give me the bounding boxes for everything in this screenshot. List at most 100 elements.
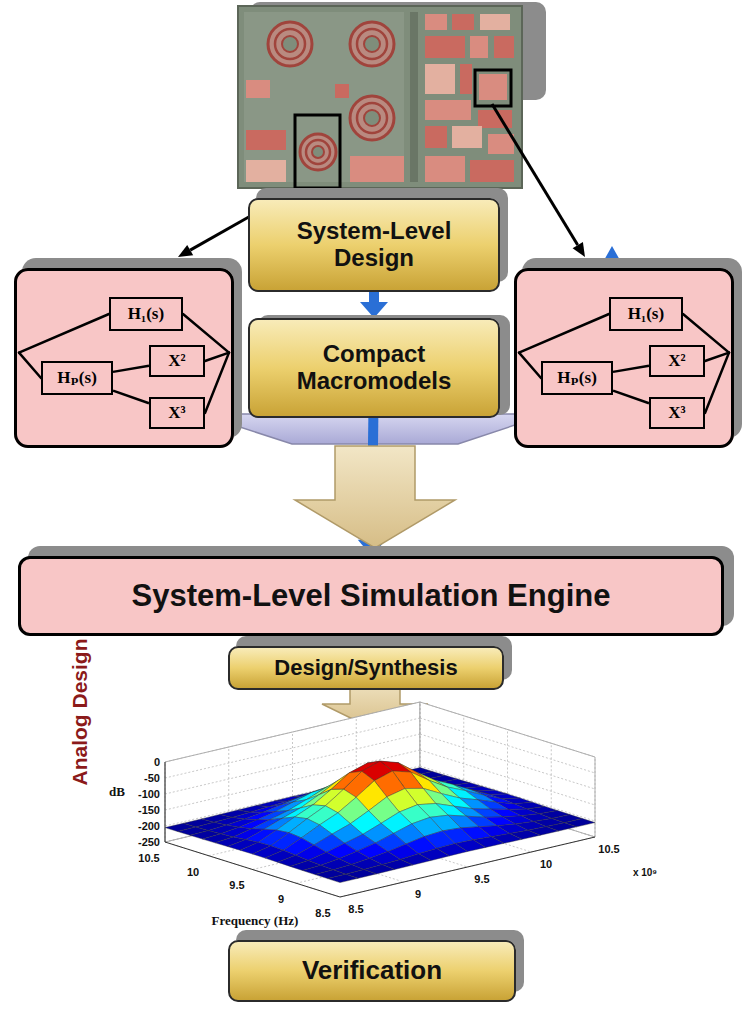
tick-label: 9 (278, 893, 284, 905)
axis-line (165, 762, 166, 842)
plot-wall (420, 702, 595, 837)
nonlinear-block: X² (149, 345, 205, 377)
spiral-turn (306, 140, 330, 164)
tick-label: 10.5 (138, 852, 159, 864)
chip-bus (410, 12, 418, 182)
chip-block (425, 156, 465, 182)
spiral-inductor (350, 96, 394, 140)
process-box: Compact Macromodels (248, 318, 500, 418)
chip-block (470, 160, 514, 182)
node-text: H₁(s) (628, 305, 664, 324)
chip-block (246, 130, 286, 150)
transfer-block: H₁(s) (609, 297, 683, 331)
spiral-inductor (350, 22, 394, 66)
chip-block (478, 110, 512, 128)
grid-line (340, 837, 595, 897)
transfer-block: H₁(s) (109, 297, 183, 331)
arrow-head (573, 242, 585, 257)
spiral-inductor (268, 22, 312, 66)
signal-wire (19, 314, 109, 353)
chip-block (479, 74, 507, 100)
tick-label: 10 (187, 866, 199, 878)
node-text: Hₚ(s) (57, 369, 97, 388)
spiral-inductor (300, 134, 336, 170)
macromodel-panel: H₁(s)Hₚ(s)X²X³ (514, 268, 734, 448)
chip-block (452, 126, 482, 148)
node-text: X² (168, 352, 185, 371)
grid-line (420, 734, 595, 789)
tick-label: -250 (138, 836, 160, 848)
signal-wire (519, 314, 609, 353)
tick-label: 10 (540, 858, 552, 870)
nonlinear-block: X³ (149, 397, 205, 429)
macromodel-panel: H₁(s) Hₚ(s) X² X³ (14, 268, 234, 448)
node-text: Compact Macromodels (260, 341, 488, 395)
grid-line (420, 702, 595, 757)
node-text: System-Level Simulation Engine (132, 579, 611, 613)
process-box: Design/Synthesis (228, 646, 504, 690)
chip-block (246, 80, 270, 98)
tick-label: -200 (138, 820, 160, 832)
tick-label: 9.5 (229, 879, 244, 891)
chip-photo (238, 6, 522, 188)
chip-block (425, 100, 471, 120)
tick-label: -100 (138, 788, 160, 800)
panel-fill (14, 268, 234, 448)
nonlinear-block: X² (649, 345, 705, 377)
chip-block (470, 36, 488, 58)
chip-block (460, 64, 472, 94)
highlight-frame (475, 70, 511, 106)
chip-block (246, 160, 286, 182)
chip-block (425, 64, 455, 94)
chip-block (425, 14, 447, 30)
chip-block (425, 126, 447, 148)
spiral-turn (364, 36, 380, 52)
grid-line (356, 797, 531, 852)
grid-line (165, 702, 420, 762)
transfer-block: Hₚ(s) (41, 361, 113, 395)
spiral-turn (357, 29, 387, 59)
tick-label: 9 (415, 888, 421, 900)
tick-label: 8.5 (348, 903, 363, 915)
chip-block (350, 156, 404, 182)
chip-block (480, 14, 510, 30)
spiral-turn (364, 110, 380, 126)
node-text: H₁(s) (128, 305, 164, 324)
signal-wire (519, 353, 541, 378)
process-box: System-Level Design (248, 198, 500, 292)
spiral-turn (357, 103, 387, 133)
node-text: X² (668, 352, 685, 371)
spiral-turn (350, 96, 394, 140)
highlight-frame (295, 115, 340, 188)
flow-connector (113, 391, 149, 404)
grid-line (420, 766, 595, 821)
chip-block (335, 84, 349, 98)
spiral-turn (275, 29, 305, 59)
grid-line (595, 757, 596, 837)
surface-plot (105, 700, 665, 934)
axis-line (165, 842, 340, 897)
signal-wire (205, 353, 229, 413)
chip-block (425, 36, 465, 58)
spiral-turn (312, 146, 324, 158)
chip-die (238, 6, 522, 188)
node-text: System-Level Design (260, 218, 488, 272)
flow-connector (613, 391, 649, 404)
chip-block (494, 36, 514, 58)
spiral-turn (350, 22, 394, 66)
chip-block (452, 14, 474, 30)
surface-patch (328, 874, 359, 882)
tick-label: 10.5 (598, 843, 619, 855)
arrow-head (360, 302, 388, 318)
spiral-turn (300, 134, 336, 170)
nonlinear-block: X³ (649, 397, 705, 429)
engine-band: System-Level Simulation Engine (18, 556, 724, 636)
arrow-head (178, 245, 193, 257)
signal-wire (19, 353, 41, 378)
leader-line (492, 104, 578, 245)
flow-connector (113, 366, 149, 372)
panel-fill (514, 268, 734, 448)
plot-area (165, 702, 595, 897)
flow-connector (613, 366, 649, 372)
